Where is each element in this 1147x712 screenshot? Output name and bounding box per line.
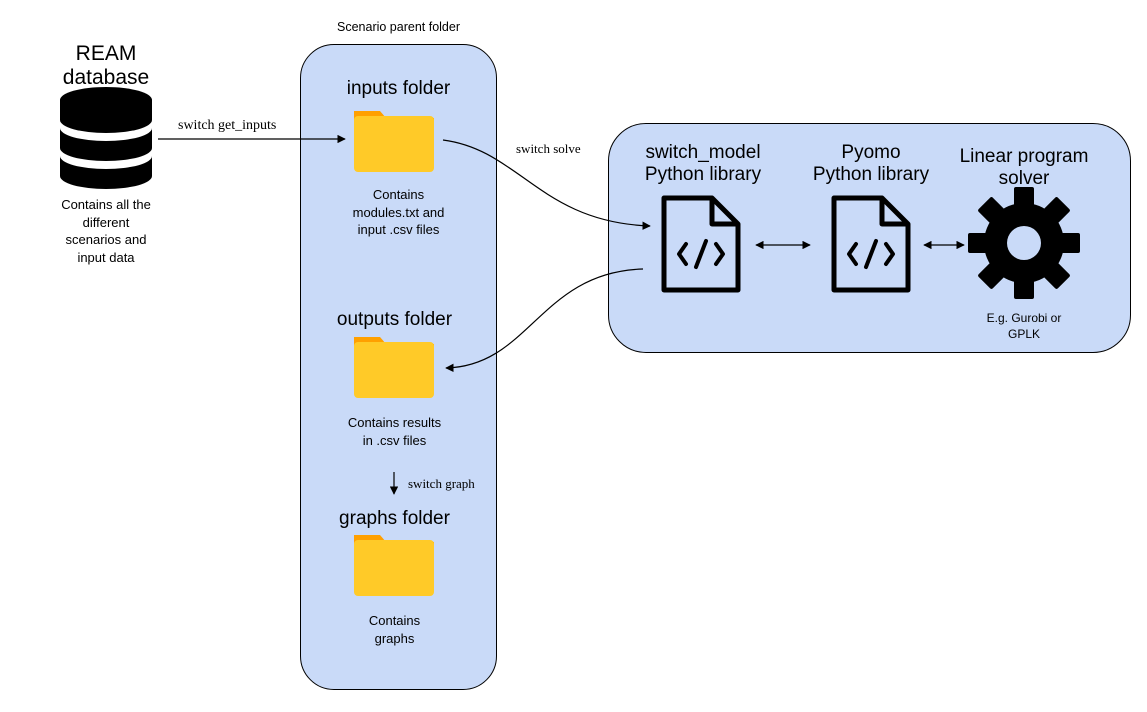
database-icon — [60, 87, 152, 189]
graphs-folder-caption: Contains graphs — [368, 613, 421, 646]
edge-label-solve: switch solve — [516, 141, 581, 156]
database-caption: Contains all the different scenarios and… — [61, 197, 151, 265]
edge-label-get-inputs: switch get_inputs — [178, 118, 277, 133]
edge-solve — [442, 139, 651, 230]
inputs-folder-title: inputs folder — [346, 78, 451, 99]
solver-caption: E.g. Gurobi or GPLK — [986, 311, 1062, 342]
outputs-folder-icon — [354, 337, 434, 398]
edge-label-graph: switch graph — [408, 476, 475, 491]
pyomo-title: Pyomo Python library — [812, 142, 930, 185]
edge-results — [445, 268, 644, 373]
outputs-folder-caption: Contains results in .csv files — [347, 415, 442, 448]
database-title: REAM database — [62, 42, 150, 90]
inputs-folder-caption: Contains modules.txt and input .csv file… — [352, 187, 445, 238]
switch-model-title: switch_model Python library — [644, 142, 762, 185]
code-file-icon — [661, 195, 741, 293]
gear-icon — [968, 187, 1080, 299]
solver-title: Linear program solver — [959, 146, 1089, 189]
graphs-folder-icon — [354, 535, 434, 596]
code-file-icon — [831, 195, 911, 293]
graphs-folder-title: graphs folder — [339, 508, 450, 529]
outputs-folder-title: outputs folder — [336, 309, 453, 330]
inputs-folder-icon — [354, 111, 434, 172]
scenario-parent-folder-label: Scenario parent folder — [337, 20, 460, 34]
